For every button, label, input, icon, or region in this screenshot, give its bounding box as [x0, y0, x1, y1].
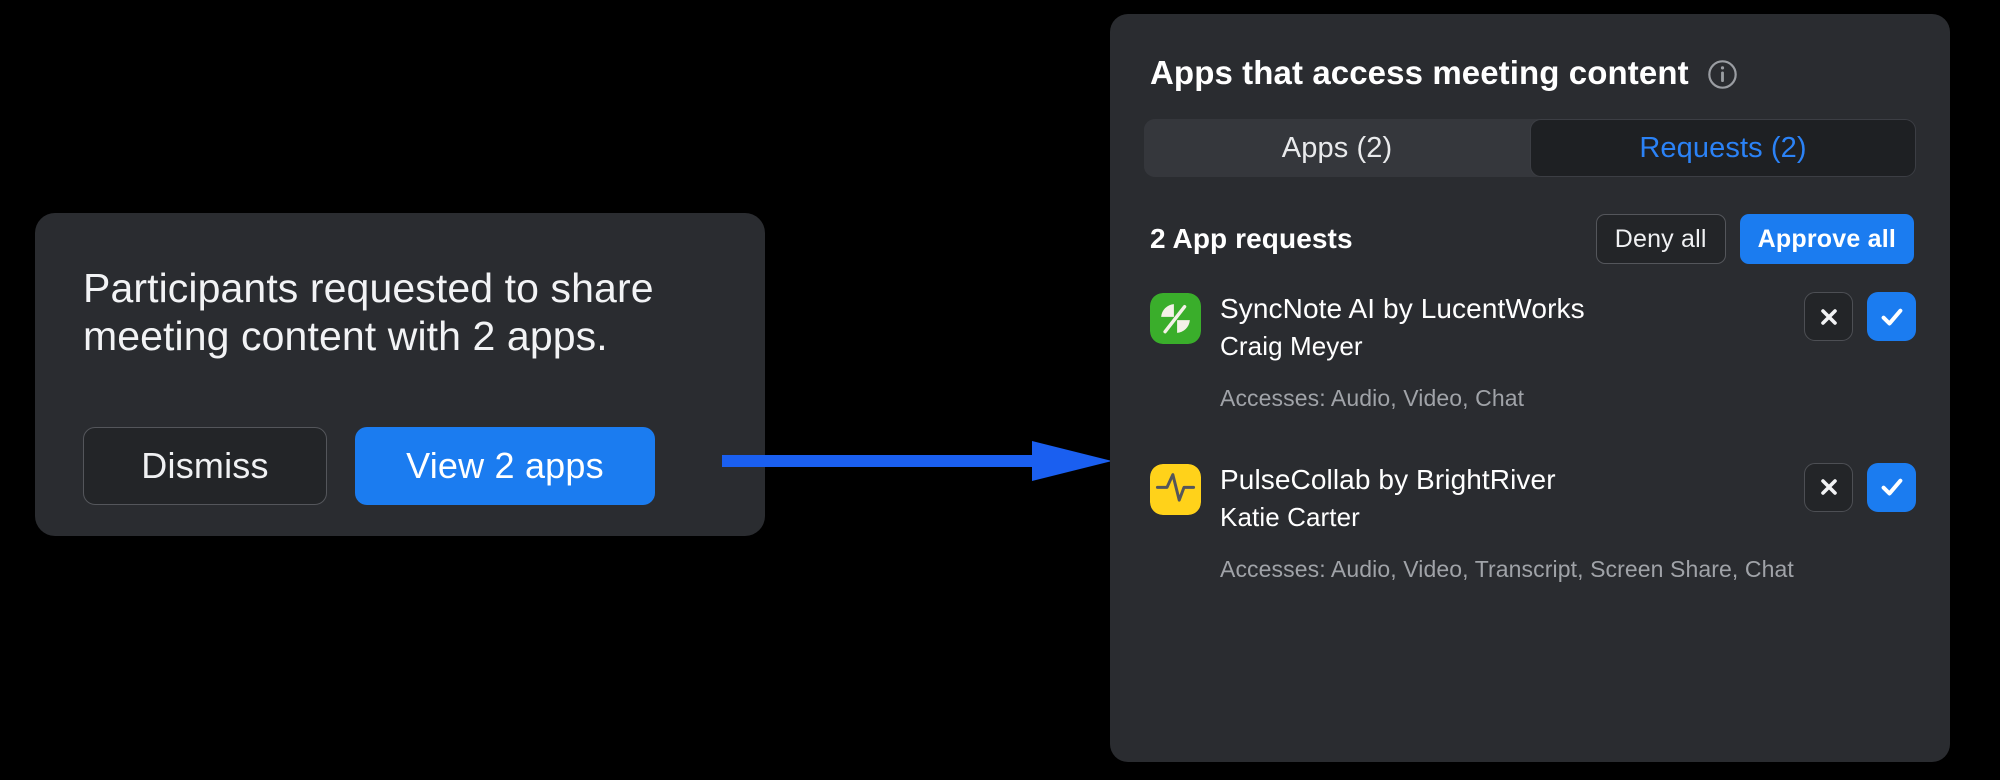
dismiss-button[interactable]: Dismiss	[83, 427, 327, 505]
requester-name: Katie Carter	[1220, 501, 1360, 532]
app-name: PulseCollab by BrightRiver	[1220, 463, 1556, 495]
panel-tabs: Apps (2) Requests (2)	[1144, 119, 1916, 177]
request-decision-buttons	[1804, 292, 1916, 341]
app-request-list: SyncNote AI by LucentWorks Craig Meyer	[1144, 291, 1916, 583]
arrow-right-icon	[722, 441, 1112, 481]
close-x-icon	[1820, 308, 1837, 325]
app-accesses-label: Accesses: Audio, Video, Transcript, Scre…	[1220, 555, 1794, 582]
list-item: SyncNote AI by LucentWorks Craig Meyer	[1150, 291, 1916, 412]
toast-action-row: Dismiss View 2 apps	[83, 427, 655, 505]
page-title: Apps that access meeting content	[1150, 54, 1689, 91]
approve-request-button[interactable]	[1867, 462, 1916, 512]
tab-requests[interactable]: Requests (2)	[1530, 119, 1916, 177]
approve-request-button[interactable]	[1867, 292, 1916, 341]
request-decision-buttons	[1804, 462, 1916, 512]
bulk-action-buttons: Deny all Approve all	[1595, 214, 1914, 264]
deny-request-button[interactable]	[1804, 292, 1853, 341]
app-request-main: SyncNote AI by LucentWorks Craig Meyer	[1150, 291, 1916, 364]
info-circle-icon[interactable]	[1707, 59, 1738, 90]
apps-access-panel: Apps that access meeting content Apps (2…	[1110, 14, 1950, 762]
list-item: PulseCollab by BrightRiver Katie Carter	[1150, 462, 1916, 583]
syncnote-app-icon	[1150, 293, 1201, 344]
app-request-text: PulseCollab by BrightRiver Katie Carter	[1220, 462, 1785, 535]
check-icon	[1881, 479, 1902, 496]
share-request-toast: Participants requested to share meeting …	[35, 213, 765, 536]
deny-request-button[interactable]	[1804, 462, 1853, 512]
app-name: SyncNote AI by LucentWorks	[1220, 293, 1585, 324]
panel-header: Apps that access meeting content	[1144, 14, 1916, 92]
close-x-icon	[1820, 479, 1837, 496]
check-icon	[1881, 308, 1902, 326]
app-request-main: PulseCollab by BrightRiver Katie Carter	[1150, 462, 1916, 535]
toast-message: Participants requested to share meeting …	[83, 265, 654, 359]
approve-all-button[interactable]: Approve all	[1739, 214, 1914, 264]
app-request-text: SyncNote AI by LucentWorks Craig Meyer	[1220, 291, 1785, 364]
tab-apps[interactable]: Apps (2)	[1144, 119, 1530, 177]
pulsecollab-app-icon	[1150, 463, 1201, 515]
requests-summary-row: 2 App requests Deny all Approve all	[1144, 213, 1916, 265]
view-apps-button[interactable]: View 2 apps	[355, 427, 655, 505]
deny-all-button[interactable]: Deny all	[1595, 214, 1726, 264]
requests-count-label: 2 App requests	[1150, 223, 1353, 254]
requester-name: Craig Meyer	[1220, 331, 1363, 361]
app-accesses-label: Accesses: Audio, Video, Chat	[1220, 384, 1525, 411]
